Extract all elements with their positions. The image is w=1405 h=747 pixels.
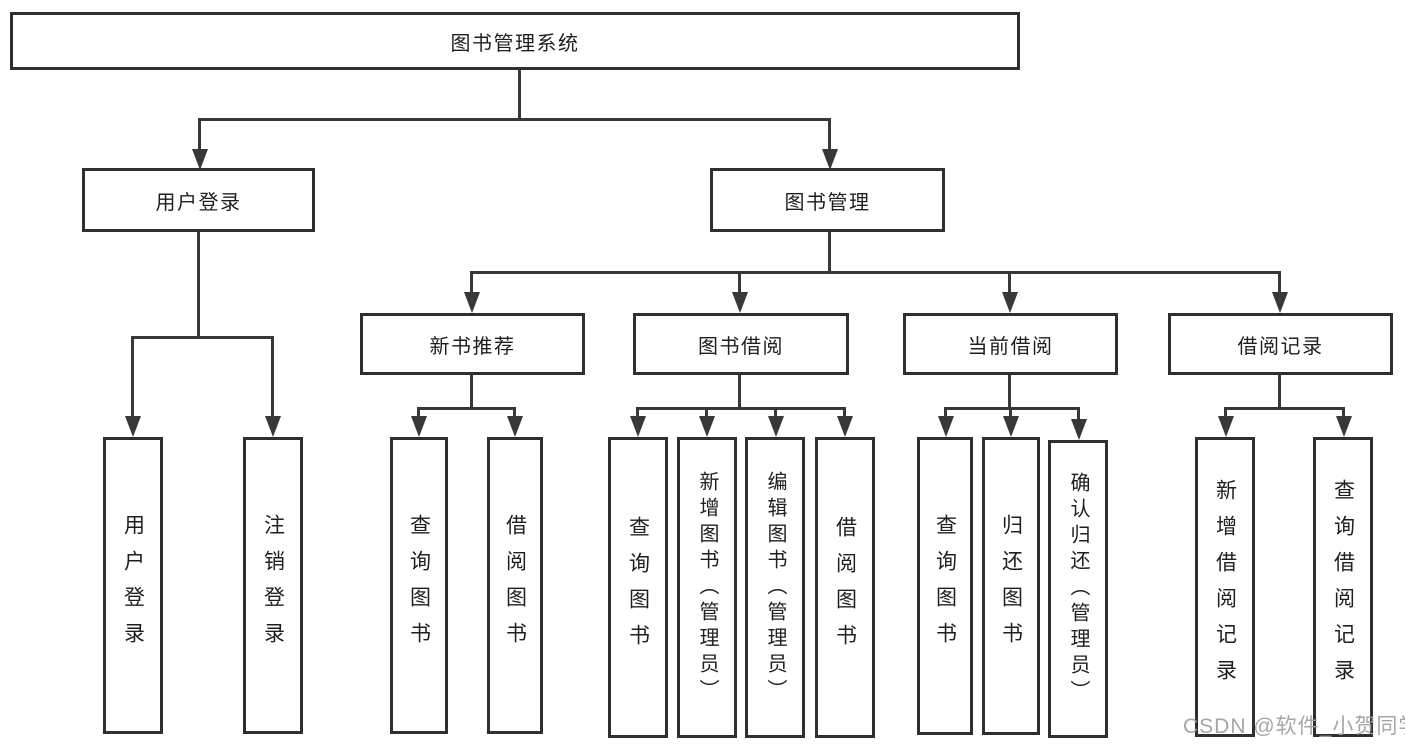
- connector-level3-hline: [470, 271, 1281, 274]
- connector-book-management-stem: [828, 230, 831, 273]
- connector-borrow-records-stem: [1278, 374, 1281, 409]
- node-current-borrow: 当前借阅: [903, 313, 1118, 375]
- arrow-to-leaf-edit-book-admin: [774, 407, 777, 416]
- connector-user-login-hline: [131, 336, 274, 339]
- arrow-to-leaf-query-books-2: [636, 407, 639, 416]
- leaf-edit-book-admin: 编辑图书（管理员）: [745, 437, 805, 738]
- node-root: 图书管理系统: [10, 12, 1020, 70]
- connector-current-borrow-hline: [944, 407, 1080, 410]
- arrow-to-leaf-confirm-return: [1077, 407, 1080, 419]
- arrow-to-leaf-user-login: [131, 336, 134, 416]
- connector-current-borrow-stem: [1008, 374, 1011, 409]
- connector-book-borrow-hline: [636, 407, 846, 410]
- arrow-to-leaf-borrow-books-2: [843, 407, 846, 416]
- arrow-to-book-management: [828, 118, 831, 149]
- connector-user-login-stem: [197, 230, 200, 338]
- connector-borrow-records-hline: [1224, 407, 1345, 410]
- connector-root-stem: [518, 68, 521, 120]
- arrow-to-current-borrow: [1008, 271, 1011, 292]
- arrow-to-new-book-recommend: [470, 271, 473, 292]
- csdn-watermark: CSDN @软件_小贺同学: [1183, 715, 1405, 738]
- leaf-logout: 注销登录: [243, 437, 303, 734]
- leaf-query-borrow-record: 查询借阅记录: [1313, 437, 1373, 737]
- node-new-book-recommend: 新书推荐: [360, 313, 585, 375]
- arrow-to-borrow-records: [1278, 271, 1281, 292]
- node-user-login: 用户登录: [82, 168, 315, 232]
- leaf-add-borrow-record: 新增借阅记录: [1195, 437, 1255, 737]
- connector-new-book-recommend-stem: [470, 374, 473, 409]
- arrow-to-book-borrow: [738, 271, 741, 292]
- arrow-to-leaf-query-borrow-record: [1342, 407, 1345, 416]
- arrow-to-leaf-query-books-1: [417, 407, 420, 416]
- arrow-to-leaf-add-book-admin: [705, 407, 708, 416]
- arrow-to-leaf-add-borrow-record: [1224, 407, 1227, 416]
- node-book-borrow: 图书借阅: [633, 313, 849, 375]
- leaf-query-books-1: 查询图书: [390, 437, 448, 734]
- leaf-return-book: 归还图书: [982, 437, 1040, 735]
- leaf-borrow-books-2: 借阅图书: [815, 437, 875, 738]
- connector-new-book-recommend-hline: [417, 407, 516, 410]
- connector-book-borrow-stem: [738, 374, 741, 409]
- leaf-borrow-books-1: 借阅图书: [487, 437, 543, 734]
- arrow-to-leaf-borrow-books-1: [513, 407, 516, 416]
- leaf-user-login: 用户登录: [103, 437, 163, 734]
- connector-level2-hline: [198, 118, 831, 121]
- arrow-to-user-login: [198, 118, 201, 149]
- node-book-management: 图书管理: [710, 168, 945, 232]
- arrow-to-leaf-query-books-3: [944, 407, 947, 416]
- leaf-query-books-3: 查询图书: [917, 437, 973, 735]
- arrow-to-leaf-logout: [271, 336, 274, 416]
- leaf-query-books-2: 查询图书: [608, 437, 668, 738]
- node-borrow-records: 借阅记录: [1168, 313, 1393, 375]
- leaf-confirm-return-admin: 确认归还（管理员）: [1048, 440, 1108, 738]
- leaf-add-book-admin: 新增图书（管理员）: [677, 437, 737, 738]
- arrow-to-leaf-return-book: [1009, 407, 1012, 416]
